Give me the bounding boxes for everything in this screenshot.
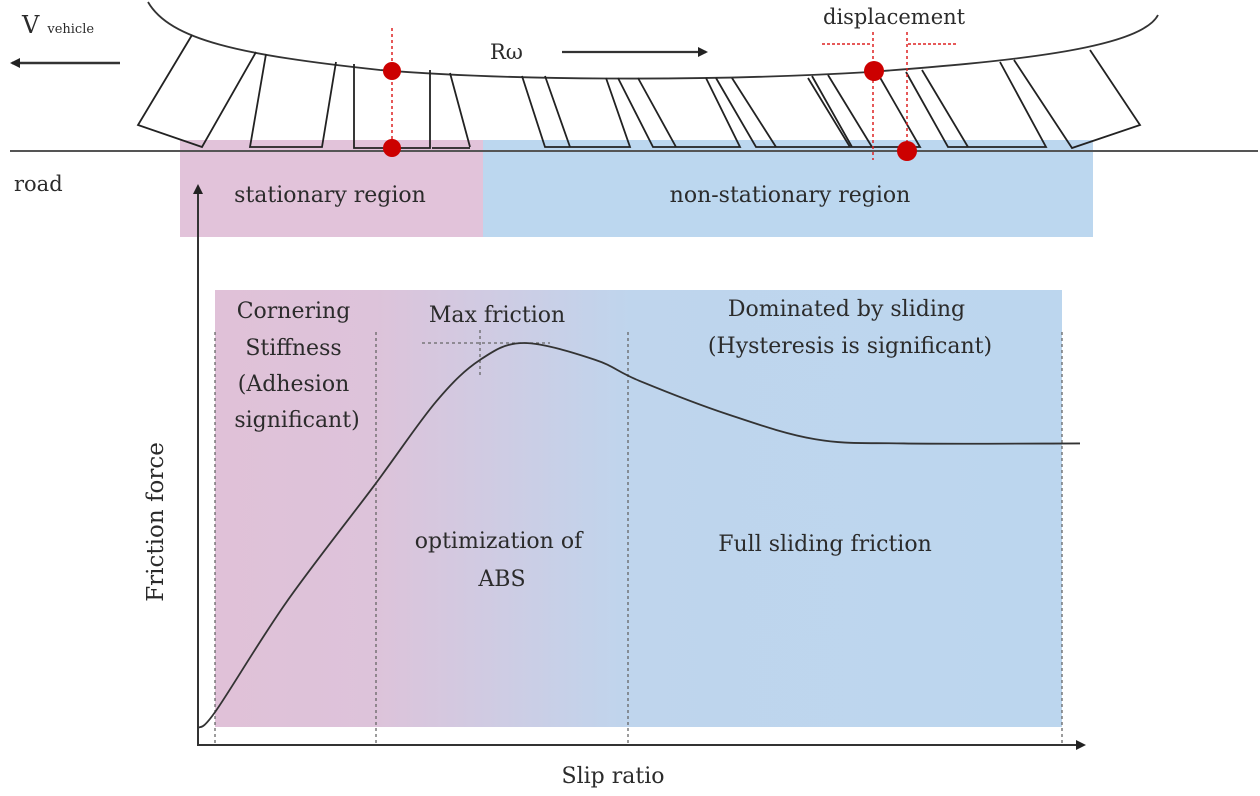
displacement-markers: [383, 28, 958, 161]
region-3-label: Dominated by sliding (Hysteresis is sign…: [708, 297, 992, 359]
max-friction-guides: [422, 330, 550, 375]
region-2-label: optimization of ABS: [415, 529, 589, 592]
tire-arc: [147, 1, 1159, 80]
full-sliding-label: Full sliding friction: [718, 532, 932, 557]
stationary-region: [180, 140, 483, 237]
non-stationary-region-label: non-stationary region: [670, 183, 911, 208]
y-axis-label: Friction force: [143, 442, 169, 602]
road-point-displaced-marker: [897, 141, 917, 161]
tire-point-displaced-marker: [864, 61, 884, 81]
tire-point-marker: [383, 62, 401, 80]
x-axis-label: Slip ratio: [562, 764, 665, 789]
non-stationary-region: [483, 140, 1093, 237]
rotation-label: Rω: [490, 40, 523, 64]
road-label: road: [14, 172, 63, 196]
region-1-label: Cornering Stiffness (Adhesion significan…: [234, 299, 359, 433]
region-dividers: [214, 332, 1063, 745]
displacement-label: displacement: [823, 5, 966, 29]
road-point-marker: [383, 139, 401, 157]
friction-chart: Cornering Stiffness (Adhesion significan…: [143, 184, 1086, 789]
friction-curve: [197, 342, 1081, 729]
tread-blocks: [136, 34, 1142, 150]
stationary-region-label: stationary region: [234, 183, 426, 208]
max-friction-label: Max friction: [429, 303, 565, 328]
